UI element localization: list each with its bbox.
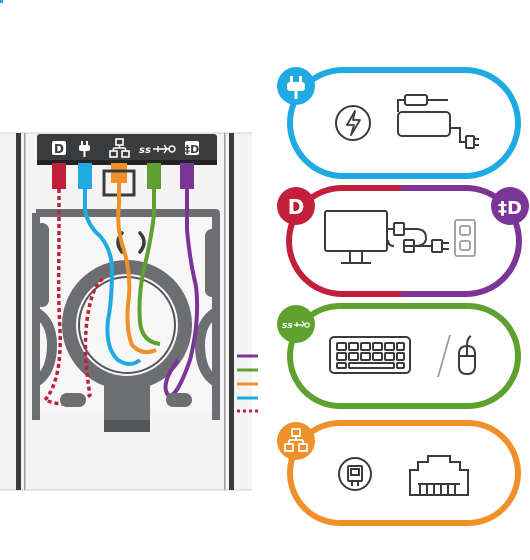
dp-out-badge-icon: ‡D xyxy=(491,187,529,225)
power-panel xyxy=(277,67,518,176)
network-panel xyxy=(277,422,518,523)
dp-in-port-icon: D xyxy=(52,141,66,156)
left-rail xyxy=(16,133,21,490)
corner-mark xyxy=(0,0,3,3)
dp-in-label: D xyxy=(54,142,64,156)
left-rail-inner xyxy=(24,133,26,490)
right-rail xyxy=(229,133,234,490)
dp-in-connector xyxy=(52,163,66,189)
dp-in-badge-icon: D xyxy=(277,187,315,225)
dp-out-label: ‡D xyxy=(185,143,200,156)
usb-ss-label: ss xyxy=(139,145,151,156)
network-badge-icon xyxy=(277,422,315,460)
network-connector xyxy=(111,163,127,183)
dp-out-badge-label: ‡D xyxy=(498,198,522,219)
right-foot xyxy=(166,393,192,407)
dp-out-connector xyxy=(180,163,194,189)
power-badge-icon xyxy=(277,67,315,105)
stand-illustration: D ss ‡D xyxy=(0,133,258,490)
dp-in-badge-label: D xyxy=(288,195,305,219)
stand-base-shadow xyxy=(104,420,150,432)
usb-badge-icon: ss xyxy=(277,305,315,343)
dp-out-port-icon: ‡D xyxy=(185,141,200,156)
usb-badge-label: ss xyxy=(282,321,293,331)
right-rail-inner xyxy=(224,133,226,490)
power-connector xyxy=(78,163,92,189)
left-foot xyxy=(60,393,86,407)
usb-panel: ss xyxy=(277,305,518,406)
display-panel: D ‡D xyxy=(277,187,529,294)
usb-connector xyxy=(147,163,161,189)
